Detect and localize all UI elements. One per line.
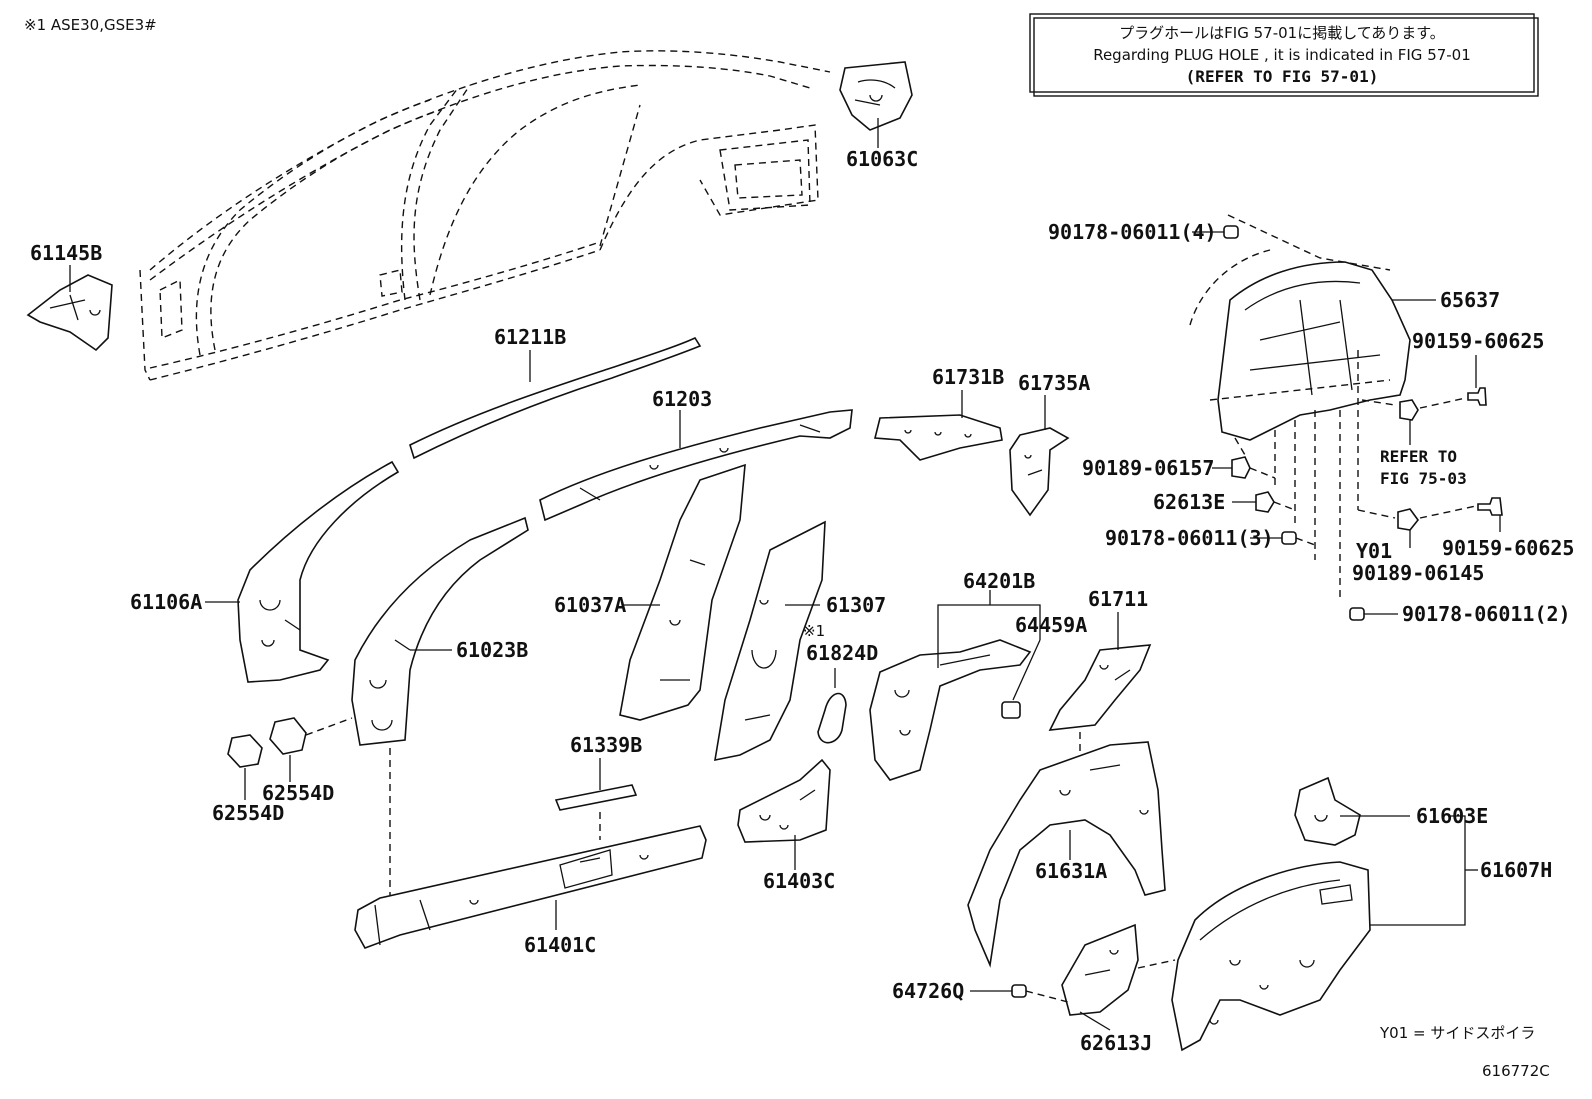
label-61203: 61203 (652, 387, 712, 411)
label-90189-06145: 90189-06145 (1352, 561, 1484, 585)
label-61106A: 61106A (130, 590, 202, 614)
plug-hole-notice: プラグホールはFIG 57-01に掲載してあります。 Regarding PLU… (1029, 13, 1539, 97)
part-61106A-pillar (205, 460, 400, 683)
part-90159-60625-lower-screw (1477, 497, 1503, 532)
part-61735A-bracket (1009, 395, 1070, 517)
part-61211B-roof-rail (409, 336, 702, 460)
part-61401C-rocker (354, 825, 707, 949)
label-61037A: 61037A (554, 593, 626, 617)
part-90189-06145-clip (1397, 505, 1477, 548)
part-61711-extension (1048, 612, 1152, 760)
label-y01: Y01 (1356, 539, 1392, 563)
label-64201B: 64201B (963, 569, 1035, 593)
part-61403C-bracket (737, 758, 831, 870)
label-refer-to-line1: REFER TO (1380, 447, 1457, 466)
body-side-outline (139, 50, 831, 381)
label-62554D-upper: 62554D (262, 781, 334, 805)
label-62613J: 62613J (1080, 1031, 1152, 1055)
label-64459A: 64459A (1015, 613, 1087, 637)
label-61063C: 61063C (846, 147, 918, 171)
label-61023B: 61023B (456, 638, 528, 662)
part-62613E-clip (1232, 491, 1296, 513)
label-90189-06157: 90189-06157 (1082, 456, 1214, 480)
part-90159-60625-upper-screw (1419, 355, 1487, 409)
part-90178-06011-2-clip (1349, 607, 1398, 621)
figure-id: 616772C (1482, 1062, 1550, 1080)
part-64201B-panel (869, 590, 1041, 781)
variant-note: ※1 ASE30,GSE3# (24, 16, 157, 34)
notice-line-ref: (REFER TO FIG 57-01) (1186, 67, 1379, 86)
notice-line-en: Regarding PLUG HOLE , it is indicated in… (1093, 46, 1471, 64)
label-90178-06011-4: 90178-06011(4) (1048, 220, 1217, 244)
label-62613E: 62613E (1153, 490, 1225, 514)
label-61631A: 61631A (1035, 859, 1107, 883)
label-64726Q: 64726Q (892, 979, 964, 1003)
part-61307-pillar-inner (714, 520, 826, 762)
label-61339B: 61339B (570, 733, 642, 757)
notice-line-jp: プラグホールはFIG 57-01に掲載してあります。 (1119, 24, 1445, 42)
label-90178-06011-2: 90178-06011(2) (1402, 602, 1571, 626)
label-61403C: 61403C (763, 869, 835, 893)
part-61603E-gusset (1294, 776, 1410, 846)
part-62554D-plug-b (244, 717, 353, 800)
label-61824D-variant-mark: ※1 (803, 622, 825, 640)
part-61037A-center-pillar (619, 463, 746, 721)
part-61203-inner-rail (539, 409, 853, 522)
label-90159-60625-upper: 90159-60625 (1412, 329, 1544, 353)
part-62554D-plug-a (227, 734, 263, 768)
part-61824D-plate (817, 668, 847, 744)
part-65637-fender-liner (1189, 214, 1436, 600)
label-90178-06011-3: 90178-06011(3) (1105, 526, 1274, 550)
part-90189-06157-clip (1212, 456, 1276, 479)
label-61731B: 61731B (932, 365, 1004, 389)
part-61631A-quarter-inner (967, 741, 1166, 968)
part-64459A-cushion (1001, 639, 1041, 719)
part-61607H-wheel-house (1171, 861, 1371, 1052)
label-61824D: 61824D (806, 641, 878, 665)
label-61211B: 61211B (494, 325, 566, 349)
part-61023B-front-pillar (351, 516, 529, 746)
part-90178-06011-4-clip (1192, 225, 1239, 239)
part-90178-06011-3-clip (1250, 531, 1316, 546)
part-61145B-bracket (26, 265, 113, 352)
label-61735A: 61735A (1018, 371, 1090, 395)
label-61307: 61307 (826, 593, 886, 617)
part-64726Q-clip (970, 984, 1069, 1003)
label-61711: 61711 (1088, 587, 1148, 611)
part-61731B-panel (873, 390, 1003, 461)
label-refer-to-line2: FIG 75-03 (1380, 469, 1467, 488)
label-90159-60625-lower: 90159-60625 (1442, 536, 1574, 560)
label-61607H: 61607H (1480, 858, 1552, 882)
part-upper-push-clip (1399, 399, 1419, 445)
label-61145B: 61145B (30, 241, 102, 265)
label-61401C: 61401C (524, 933, 596, 957)
part-62613J-liner (1061, 923, 1176, 1031)
label-65637: 65637 (1440, 288, 1500, 312)
label-62554D-lower: 62554D (212, 801, 284, 825)
part-61063C-bracket (839, 61, 913, 148)
part-61339B-pad (554, 758, 638, 840)
legend-y01: Y01 = サイドスポイラ (1379, 1024, 1535, 1042)
